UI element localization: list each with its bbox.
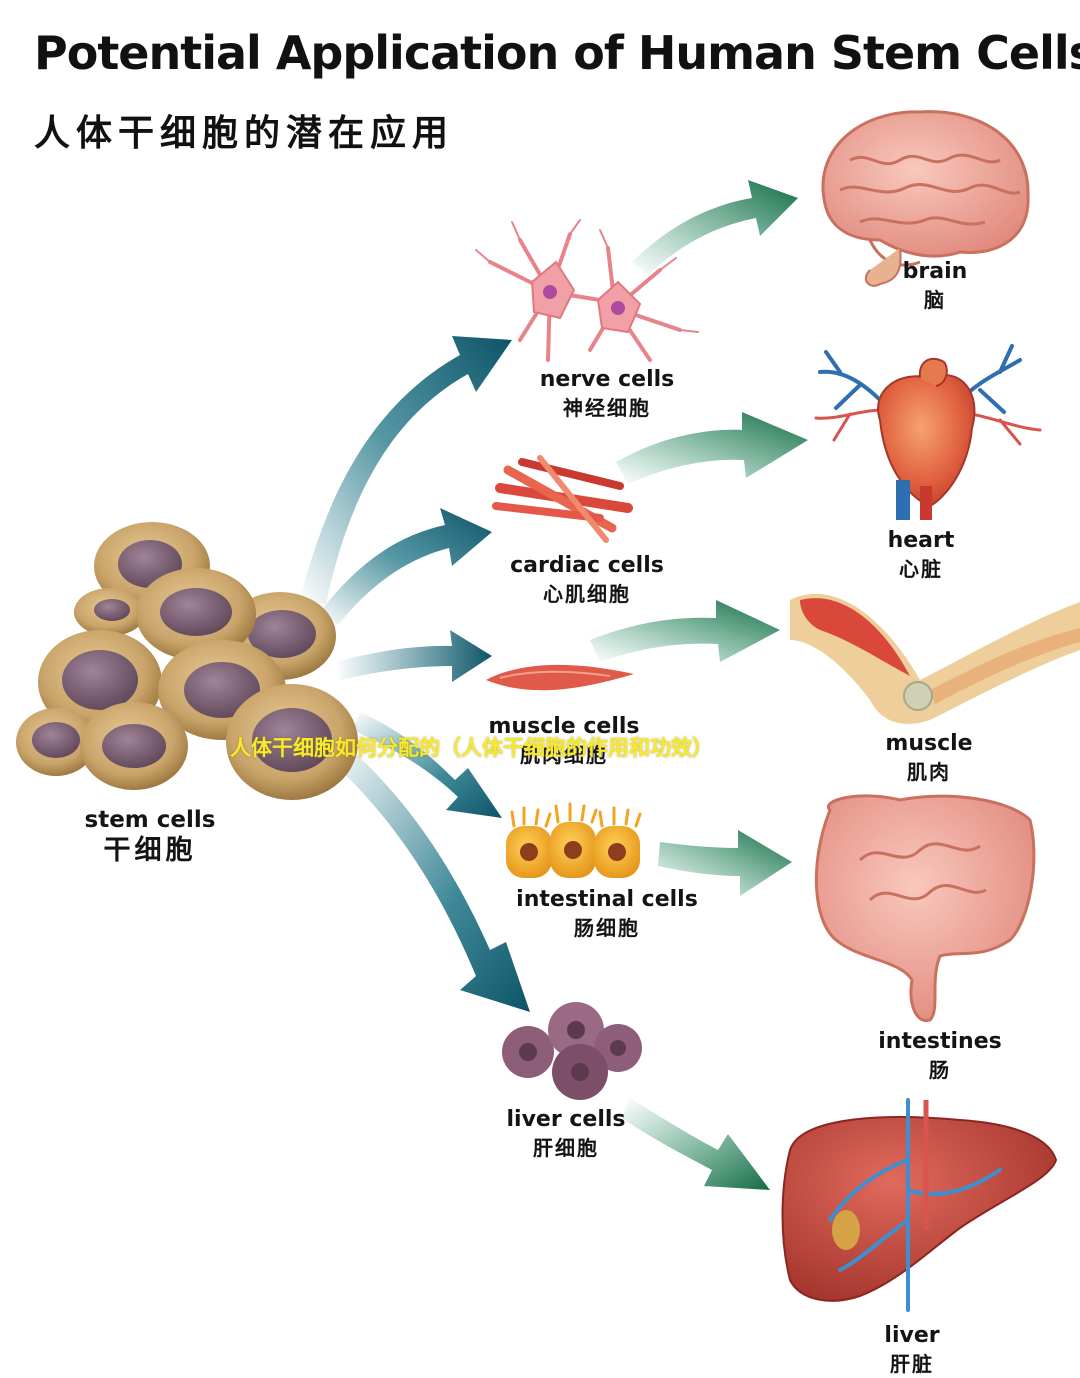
brain-label: brain 脑 xyxy=(902,259,968,312)
muscle-label: muscle 肌肉 xyxy=(885,731,973,784)
arrow-stem-to-intestinal xyxy=(352,712,502,818)
arrow-stem-to-nerve xyxy=(300,336,512,604)
muscle-cell-illustration xyxy=(486,664,634,691)
page-subtitle: 人体干细胞的潜在应用 xyxy=(34,113,455,154)
intestines-label: intestines 肠 xyxy=(878,1029,1002,1082)
nerve-cells-label: nerve cells 神经细胞 xyxy=(539,367,675,420)
liver-label: liver 肝脏 xyxy=(884,1323,940,1376)
cardiac-cells-illustration xyxy=(492,455,633,543)
heart-label: heart 心脏 xyxy=(887,528,955,581)
stem-cells-label: stem cells 干细胞 xyxy=(84,807,216,866)
stem-cells-illustration xyxy=(16,522,358,800)
arrow-muscle-to-muscle xyxy=(590,600,780,662)
arrow-intestinal-to-intestines xyxy=(658,830,792,896)
intestinal-cells-illustration xyxy=(506,802,642,878)
liver-cells-label: liver cells 肝细胞 xyxy=(506,1107,626,1160)
liver-illustration xyxy=(781,1098,1058,1312)
nerve-cells-illustration xyxy=(475,219,699,362)
heart-illustration xyxy=(814,344,1042,520)
arrow-liver-to-liver xyxy=(622,1098,770,1190)
page-title: Potential Application of Human Stem Cell… xyxy=(34,26,1080,80)
intestinal-cells-label: intestinal cells 肠细胞 xyxy=(516,887,698,940)
intestines-illustration xyxy=(814,794,1036,1022)
liver-cells-illustration xyxy=(502,1002,642,1100)
arrow-stem-to-cardiac xyxy=(320,508,492,625)
arrow-stem-to-muscle xyxy=(335,630,492,682)
arrow-stem-to-liver xyxy=(330,740,530,1012)
muscle-illustration xyxy=(790,593,1080,724)
arrow-cardiac-to-heart xyxy=(616,412,808,484)
cardiac-cells-label: cardiac cells 心肌细胞 xyxy=(510,553,664,606)
overlay-caption: 人体干细胞如何分配的（人体干细胞的作用和功效） xyxy=(230,736,713,760)
muscle-cells-label: muscle cells 肌肉细胞 xyxy=(488,714,640,767)
arrow-nerve-to-brain xyxy=(632,180,798,275)
brain-illustration xyxy=(821,110,1030,287)
